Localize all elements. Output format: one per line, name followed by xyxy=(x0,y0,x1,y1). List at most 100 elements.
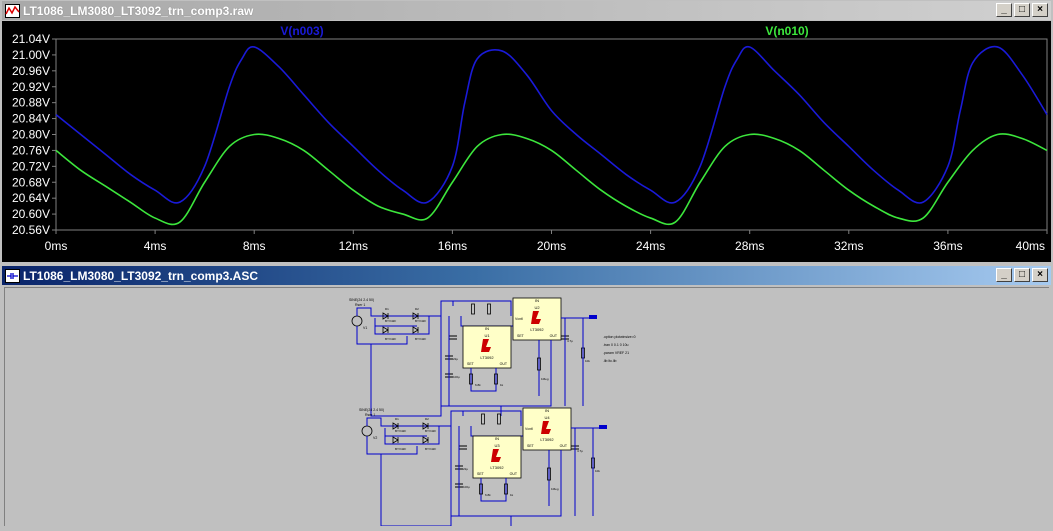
x-tick-label: 40ms xyxy=(1016,239,1045,253)
diode-part: BYV42F xyxy=(415,319,426,323)
diode xyxy=(392,436,399,444)
capacitor xyxy=(459,445,467,450)
chip-part-label: LT3092 xyxy=(530,327,544,332)
diode-ref: D1 xyxy=(385,307,389,311)
regulator-chip-u3 xyxy=(472,435,522,479)
diode-part: BYV42F xyxy=(415,337,426,341)
x-tick-label: 32ms xyxy=(834,239,863,253)
resistor xyxy=(504,483,508,495)
x-tick-label: 36ms xyxy=(933,239,962,253)
wire xyxy=(470,368,497,392)
resistor xyxy=(497,413,501,425)
series-line-vn010 xyxy=(55,133,1048,226)
x-tick-label: 8ms xyxy=(243,239,266,253)
chip-pin-label: OUT xyxy=(560,444,568,448)
schematic-window: LT1086_LM3080_LT3092_trn_comp3.ASC _ □ ×… xyxy=(0,265,1053,527)
regulator-chip-u2 xyxy=(512,297,562,341)
component-value: 6.8k xyxy=(475,383,481,387)
component-value: 10k xyxy=(595,469,600,473)
y-tick-label: 20.76V xyxy=(12,143,50,157)
chip-pin-label: SET xyxy=(517,334,525,338)
y-tick-label: 20.64V xyxy=(12,191,50,205)
waveform-icon xyxy=(5,3,20,18)
diode-part: BYV42F xyxy=(385,319,396,323)
diode-ref: D2 xyxy=(425,417,429,421)
window-title: LT1086_LM3080_LT3092_trn_comp3.raw xyxy=(23,3,254,18)
chip-pin-label: IN xyxy=(485,326,489,331)
vcontrol-label: Vcntl xyxy=(525,427,533,431)
component-value: 100μ xyxy=(463,485,470,489)
series-line-vn003 xyxy=(55,45,1048,204)
component-value: 1k xyxy=(500,383,504,387)
resistor xyxy=(494,373,498,385)
x-tick-label: 28ms xyxy=(735,239,764,253)
chip-pin-label: IN xyxy=(545,408,549,413)
component-value: 4.7μ xyxy=(567,339,573,343)
minimize-button[interactable]: _ xyxy=(996,268,1012,282)
y-tick-label: 20.60V xyxy=(12,207,50,221)
maximize-button[interactable]: □ xyxy=(1014,3,1030,17)
diode-part: BYV42F xyxy=(395,429,406,433)
output-flag xyxy=(599,425,607,429)
diode-ref: D1 xyxy=(395,417,399,421)
close-button[interactable]: × xyxy=(1032,268,1048,282)
diode-part: BYV42F xyxy=(385,337,396,341)
waveform-plot[interactable]: 20.56V20.60V20.64V20.68V20.72V20.76V20.8… xyxy=(2,21,1051,262)
wire xyxy=(366,436,418,455)
waveform-titlebar[interactable]: LT1086_LM3080_LT3092_trn_comp3.raw _ □ × xyxy=(2,1,1051,20)
resistor xyxy=(471,303,475,315)
y-tick-label: 20.92V xyxy=(12,80,50,94)
y-tick-label: 20.72V xyxy=(12,159,50,173)
maximize-button[interactable]: □ xyxy=(1014,268,1030,282)
y-tick-label: 20.84V xyxy=(12,112,50,126)
minimize-button[interactable]: _ xyxy=(996,3,1012,17)
source-label: Rser 1 xyxy=(365,413,375,417)
chip-pin-label: OUT xyxy=(550,334,558,338)
chip-pin-label: OUT xyxy=(500,362,508,366)
regulator-chip-u4 xyxy=(522,407,572,451)
window-title: LT1086_LM3080_LT3092_trn_comp3.ASC xyxy=(23,268,258,283)
component-value: 10k xyxy=(585,359,590,363)
wire xyxy=(441,340,552,407)
wire xyxy=(480,478,507,502)
wire xyxy=(370,316,442,417)
diode xyxy=(422,436,429,444)
spice-directive: .param VREF 21 xyxy=(603,351,629,355)
wire xyxy=(380,426,452,527)
waveform-window: LT1086_LM3080_LT3092_trn_comp3.raw _ □ ×… xyxy=(0,0,1053,264)
y-tick-label: 21.04V xyxy=(12,32,50,46)
component-value: 4.7μ xyxy=(577,449,583,453)
diode xyxy=(412,312,419,320)
chip-part-label: LT3092 xyxy=(490,465,504,470)
component-value: 22μ xyxy=(453,357,458,361)
x-tick-label: 0ms xyxy=(45,239,68,253)
y-tick-label: 20.96V xyxy=(12,64,50,78)
chip-ref-label: U4 xyxy=(544,415,550,420)
spice-directive: .option plotwinsize=0 xyxy=(603,335,636,339)
spice-directive: .tran 0 0.1 0 10u xyxy=(603,343,629,347)
x-tick-label: 20ms xyxy=(537,239,566,253)
diode-part: BYV42F xyxy=(395,447,406,451)
diode xyxy=(382,312,389,320)
spice-directive: .lib ltc.lib xyxy=(603,359,616,363)
close-button[interactable]: × xyxy=(1032,3,1048,17)
wire xyxy=(429,300,512,317)
component-value: 6.8k xyxy=(485,493,491,497)
chip-ref-label: U3 xyxy=(494,443,500,448)
resistor xyxy=(487,303,491,315)
wire xyxy=(356,326,408,345)
regulator-chip-u1 xyxy=(462,325,512,369)
diode xyxy=(392,422,399,430)
capacitor xyxy=(449,335,457,340)
y-tick-label: 21.00V xyxy=(12,48,50,62)
vcontrol-label: Vcntl xyxy=(515,317,523,321)
y-tick-label: 20.56V xyxy=(12,223,50,237)
component-value: 1Meg xyxy=(541,377,549,381)
x-tick-label: 4ms xyxy=(144,239,167,253)
source-label: SINE(24 2.4 50) xyxy=(359,408,384,412)
schematic-titlebar[interactable]: LT1086_LM3080_LT3092_trn_comp3.ASC _ □ × xyxy=(2,266,1051,285)
diode-part: BYV42F xyxy=(425,429,436,433)
voltage-source xyxy=(351,315,363,327)
component-value: 22μ xyxy=(463,467,468,471)
